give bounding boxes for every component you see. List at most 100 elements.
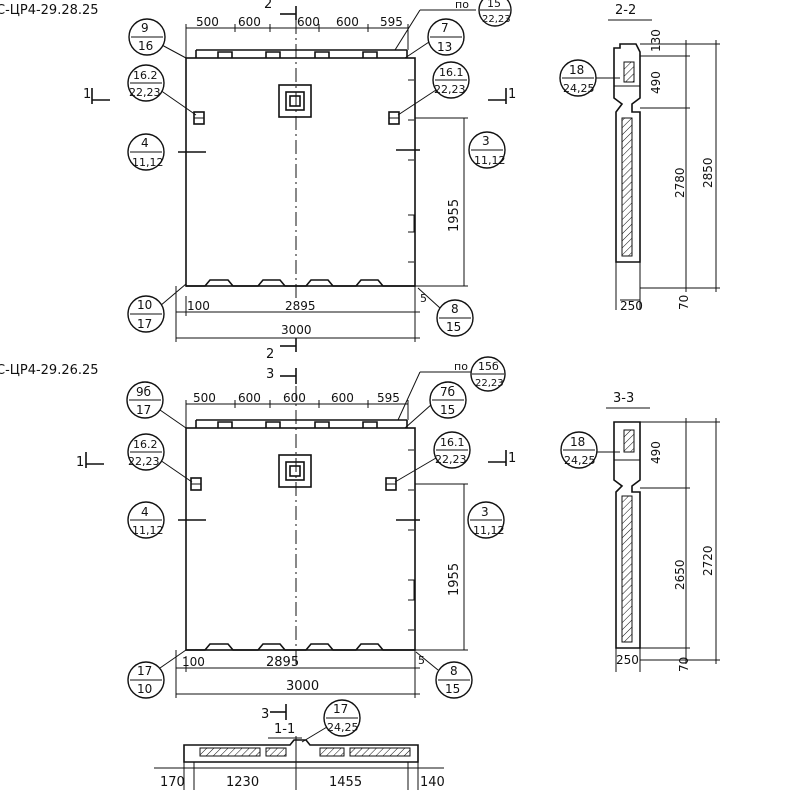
callout-15-ref: 22,23 bbox=[482, 14, 511, 25]
callout-15: 15 bbox=[440, 403, 455, 417]
callout-16-2: 16.2 bbox=[133, 438, 158, 451]
dim-top-1: 500 bbox=[193, 391, 216, 405]
section-3-3-callout: 18 bbox=[570, 435, 585, 449]
dim-140: 140 bbox=[420, 775, 445, 790]
section-3-3: 3-3 490 2650 2720 70 250 18 24,25 bbox=[560, 391, 720, 672]
dim-top-1: 500 bbox=[196, 15, 219, 29]
callout-7: 7 bbox=[441, 21, 449, 35]
section-marker-3: 3 bbox=[266, 367, 274, 382]
section-1-1-marker: 3 bbox=[261, 707, 269, 722]
dim-490: 490 bbox=[649, 71, 663, 94]
callout-17: 17 bbox=[136, 403, 151, 417]
panel-1-callouts: 9 16 7 13 по 15 22,23 16.2 22,23 16.1 2 2… bbox=[127, 0, 512, 337]
dim-top-2: 600 bbox=[238, 391, 261, 405]
callout-3-ref: 11,12 bbox=[473, 524, 505, 537]
dim-1455: 1455 bbox=[329, 775, 362, 790]
section-2-2-callout: 18 bbox=[569, 63, 584, 77]
section-marker-2: 2 bbox=[264, 0, 272, 12]
callout-3-ref: 11,12 bbox=[474, 154, 506, 167]
dim-bottom-inner: 2895 bbox=[266, 655, 299, 670]
dim-70: 70 bbox=[677, 295, 691, 310]
callout-15: 15 bbox=[487, 0, 501, 10]
dim-490: 490 bbox=[649, 441, 663, 464]
dim-250: 250 bbox=[616, 653, 639, 667]
callout-16-2-ref: 22,23 bbox=[129, 86, 161, 99]
dim-bottom-total: 3000 bbox=[286, 679, 319, 694]
section-marker-1-left: 1 bbox=[76, 455, 84, 470]
panel-1-section-markers: 2 1 1 bbox=[83, 0, 516, 104]
callout-4: 4 bbox=[141, 505, 149, 519]
section-2-2-title: 2-2 bbox=[615, 3, 636, 18]
dim-bottom-total: 3000 bbox=[281, 323, 312, 337]
callout-16-1: 16.1 bbox=[440, 436, 465, 449]
dim-1230: 1230 bbox=[226, 775, 259, 790]
dim-250: 250 bbox=[620, 299, 643, 313]
dim-2780: 2780 bbox=[673, 167, 687, 198]
dim-height: 1955 bbox=[447, 199, 462, 232]
callout-16-2: 16.2 bbox=[133, 69, 158, 82]
dim-top-5: 595 bbox=[377, 391, 400, 405]
callout-8-ref: 15 bbox=[445, 682, 460, 696]
panel-2: С-ЦР4-29.26.25 bbox=[0, 338, 516, 699]
section-3-3-title: 3-3 bbox=[613, 391, 634, 406]
panel-2-section-markers: 2 3 1 1 bbox=[76, 338, 516, 470]
callout-15b-ref: 22,23 bbox=[475, 378, 504, 389]
dim-small-5: 5 bbox=[420, 292, 427, 305]
label-po: по bbox=[454, 360, 468, 373]
callout-17: 17 bbox=[137, 317, 152, 331]
dim-small-5: 5 bbox=[418, 654, 425, 667]
callout-3: 3 bbox=[482, 134, 490, 148]
label-po-top: по bbox=[455, 0, 469, 11]
section-1-1-callout: 17 bbox=[333, 702, 348, 716]
panel-1-title: С-ЦР4-29.28.25 bbox=[0, 3, 99, 18]
callout-8: 8 bbox=[451, 302, 459, 316]
panel-2-outline bbox=[178, 386, 420, 664]
dim-70: 70 bbox=[677, 657, 691, 672]
callout-10: 10 bbox=[137, 682, 152, 696]
callout-7b: 7б bbox=[440, 385, 455, 399]
dim-bottom-inner: 2895 bbox=[285, 299, 316, 313]
section-1-1-callout-ref: 24,25 bbox=[327, 721, 359, 734]
callout-10: 10 bbox=[137, 298, 152, 312]
callout-15b: 15б bbox=[478, 360, 499, 373]
callout-13: 13 bbox=[437, 40, 452, 54]
dim-170: 170 bbox=[160, 775, 185, 790]
dim-top-3: 600 bbox=[297, 15, 320, 29]
callout-16-1: 16.1 bbox=[439, 66, 464, 79]
section-marker-1-right: 1 bbox=[508, 451, 516, 466]
dim-top-4: 600 bbox=[336, 15, 359, 29]
section-3-3-callout-ref: 24,25 bbox=[564, 454, 596, 467]
dim-top-2: 600 bbox=[238, 15, 261, 29]
dim-top-3: 600 bbox=[283, 391, 306, 405]
callout-9b: 9б bbox=[136, 385, 151, 399]
dim-2650: 2650 bbox=[673, 559, 687, 590]
panel-2-callouts: 9б 17 7б 15 по 15б 22,23 16.2 22,23 16.1… bbox=[126, 356, 506, 699]
section-1-1: 3 1-1 170 1230 1455 140 17 24,25 bbox=[154, 699, 445, 790]
panel-1: С-ЦР4-29.28.25 bbox=[0, 0, 516, 342]
callout-9: 9 bbox=[141, 21, 149, 35]
callout-3: 3 bbox=[481, 505, 489, 519]
dim-2850: 2850 bbox=[701, 157, 715, 188]
callout-16: 16 bbox=[138, 39, 153, 53]
callout-4-ref: 11,12 bbox=[132, 156, 164, 169]
section-2-2-callout-ref: 24,25 bbox=[563, 82, 595, 95]
dim-top-4: 600 bbox=[331, 391, 354, 405]
section-marker-2: 2 bbox=[266, 347, 274, 362]
callout-4: 4 bbox=[141, 136, 149, 150]
dim-130: 130 bbox=[649, 29, 663, 52]
dim-2720: 2720 bbox=[701, 545, 715, 576]
callout-17: 17 bbox=[137, 664, 152, 678]
callout-16-2-ref: 22,23 bbox=[128, 455, 160, 468]
panel-1-outline bbox=[178, 20, 420, 300]
dim-height: 1955 bbox=[447, 563, 462, 596]
callout-8: 8 bbox=[450, 664, 458, 678]
callout-4-ref: 11,12 bbox=[132, 524, 164, 537]
callout-8-ref: 15 bbox=[446, 320, 461, 334]
section-marker-1-right: 1 bbox=[508, 87, 516, 102]
panel-2-title: С-ЦР4-29.26.25 bbox=[0, 363, 99, 378]
panel-1-dimensions: 500 600 600 600 595 100 2895 3000 5 1955 bbox=[175, 15, 468, 342]
panel-2-dimensions: 500 600 600 600 595 100 2895 3000 5 1955 bbox=[175, 391, 468, 698]
callout-16-1-ref: 22,23 bbox=[435, 453, 467, 466]
